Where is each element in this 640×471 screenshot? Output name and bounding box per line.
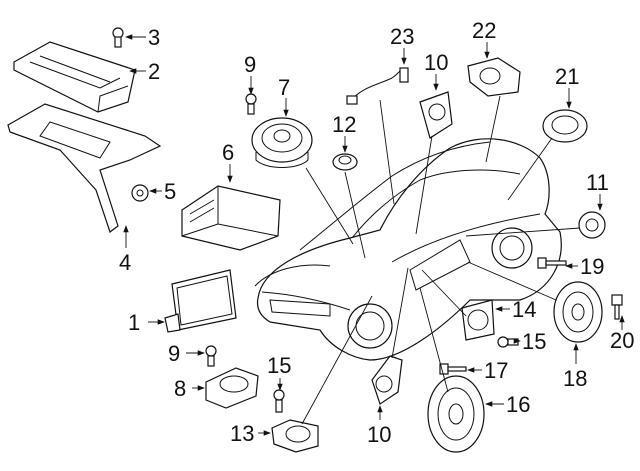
cable-23-part bbox=[346, 67, 409, 105]
callout-arrows bbox=[123, 34, 625, 436]
callout-labels: 3 2 4 5 6 7 9 12 23 10 22 21 11 19 20 14… bbox=[119, 18, 634, 447]
callout-8: 8 bbox=[174, 376, 186, 401]
bolt-17-part bbox=[439, 363, 467, 375]
callout-17: 17 bbox=[484, 358, 508, 383]
screw-9b-part bbox=[205, 345, 217, 367]
speaker-7-part bbox=[251, 117, 313, 168]
callout-21: 21 bbox=[555, 64, 579, 89]
callout-3: 3 bbox=[148, 25, 160, 50]
callout-13: 13 bbox=[230, 421, 254, 446]
callout-20: 20 bbox=[610, 328, 634, 353]
grommet-12-part bbox=[332, 153, 358, 171]
speaker-13-part bbox=[271, 419, 319, 453]
speaker-21-part bbox=[542, 109, 588, 143]
screw-9a-part bbox=[245, 93, 257, 115]
amplifier-part bbox=[13, 41, 136, 113]
woofer-18-part bbox=[553, 281, 603, 343]
speaker-11-part bbox=[578, 211, 606, 239]
speaker-22-part bbox=[467, 57, 521, 97]
car-illustration bbox=[254, 138, 562, 361]
callout-12: 12 bbox=[332, 112, 356, 137]
display-part bbox=[164, 269, 237, 333]
callout-22: 22 bbox=[472, 18, 496, 43]
callout-9-top: 9 bbox=[244, 52, 256, 77]
tweeter-10b-part bbox=[371, 355, 403, 405]
clip-5-part bbox=[131, 184, 149, 202]
callout-23: 23 bbox=[390, 24, 414, 49]
callout-15-bottom: 15 bbox=[267, 353, 291, 378]
callout-7: 7 bbox=[278, 75, 290, 100]
callout-9-bottom: 9 bbox=[168, 341, 180, 366]
callout-14: 14 bbox=[512, 297, 536, 322]
callout-15-right: 15 bbox=[522, 329, 546, 354]
callout-11: 11 bbox=[586, 170, 609, 195]
callout-10-top: 10 bbox=[424, 50, 448, 75]
speaker-8-part bbox=[205, 367, 259, 409]
callout-5: 5 bbox=[164, 179, 176, 204]
screw-15a-part bbox=[273, 389, 285, 413]
callout-19: 19 bbox=[580, 254, 604, 279]
radio-unit-part bbox=[181, 185, 281, 251]
callout-2: 2 bbox=[148, 59, 160, 84]
callout-10-bottom: 10 bbox=[367, 422, 391, 447]
bolt-19-part bbox=[537, 257, 567, 269]
callout-4: 4 bbox=[119, 250, 131, 275]
bracket-part bbox=[7, 103, 162, 233]
callout-1: 1 bbox=[128, 310, 140, 335]
tweeter-10a-part bbox=[419, 91, 453, 139]
callout-16: 16 bbox=[506, 392, 530, 417]
leader-lines bbox=[301, 95, 581, 425]
screw-3-part bbox=[112, 27, 124, 48]
screw-15b-part bbox=[497, 336, 519, 348]
bolt-20-part bbox=[611, 294, 623, 320]
woofer-16-part bbox=[427, 375, 485, 453]
speaker-14-part bbox=[461, 299, 495, 341]
callout-6: 6 bbox=[222, 140, 234, 165]
callout-18: 18 bbox=[563, 366, 587, 391]
